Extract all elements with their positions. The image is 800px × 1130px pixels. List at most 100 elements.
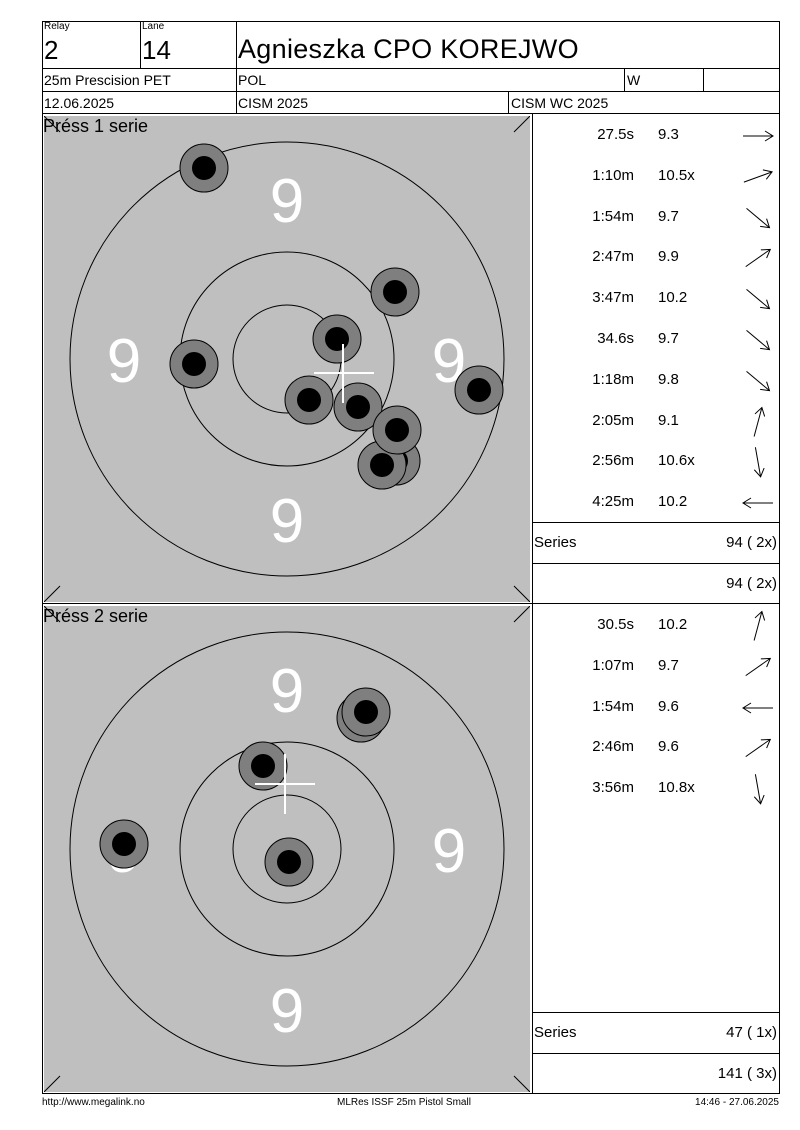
shot-score: 10.6x <box>658 452 695 470</box>
shot-time: 27.5s <box>597 126 634 143</box>
series-title: Préss 1 serie <box>44 116 149 136</box>
shot-time: 1:10m <box>592 166 634 184</box>
series-summary-row: Series 47 ( 1x) <box>534 1024 777 1041</box>
shot-direction-arrow-icon <box>753 610 766 641</box>
series-label: Series <box>534 1024 577 1041</box>
panel-divider <box>532 114 533 604</box>
shot-direction-arrow-icon <box>742 497 773 509</box>
target-image: 9 9 9 9 Préss 2 serie <box>44 606 530 1092</box>
frame-top <box>42 21 780 22</box>
shot-hole <box>341 687 391 737</box>
relay-number: 2 <box>44 35 59 65</box>
shot-time: 1:18m <box>592 370 634 388</box>
frame-bottom <box>42 1093 780 1094</box>
ring-label: 9 <box>107 327 141 396</box>
panel-divider <box>42 603 780 604</box>
shot-direction-arrow-icon <box>746 370 771 392</box>
match-name: CISM WC 2025 <box>511 95 609 111</box>
target-svg: 9 9 9 9 <box>44 606 530 1092</box>
shot-direction-arrow-icon <box>743 169 773 183</box>
header-divider <box>42 68 780 69</box>
shot-time: 34.6s <box>597 330 634 347</box>
shot-time: 4:25m <box>592 493 634 511</box>
panel-divider <box>532 563 780 564</box>
shot-hole <box>372 405 422 455</box>
target-svg: 9 9 9 9 <box>44 116 530 602</box>
shot-hole <box>454 365 504 415</box>
shot-score: 9.9 <box>658 248 679 266</box>
group-center-cross <box>255 754 315 814</box>
shot-time: 30.5s <box>597 616 634 633</box>
shot-hole <box>312 314 362 364</box>
group-center-cross <box>314 344 374 403</box>
footer-timestamp: 14:46 - 27.06.2025 <box>695 1097 779 1108</box>
lane-label: Lane <box>142 21 165 32</box>
date: 12.06.2025 <box>44 95 115 111</box>
header-divider <box>624 68 625 91</box>
ring-label: 9 <box>270 977 304 1046</box>
ring-label: 9 <box>432 817 466 886</box>
shot-hole <box>370 267 420 317</box>
shot-direction-arrow-icon <box>746 289 771 310</box>
shot-direction-arrow-icon <box>743 130 774 142</box>
nation: POL <box>238 72 267 88</box>
header-divider <box>42 91 780 92</box>
footer-url: http://www.megalink.no <box>42 1097 145 1108</box>
shot-time: 3:56m <box>592 779 634 797</box>
header-divider <box>42 113 780 114</box>
shot-direction-arrow-icon <box>753 774 765 805</box>
frame-left <box>42 21 43 1094</box>
series-title: Préss 2 serie <box>44 606 149 626</box>
header-divider <box>236 21 237 113</box>
shot-hole <box>333 382 383 432</box>
shot-row: 1:10m 10.5x <box>534 167 779 207</box>
shot-time: 2:47m <box>592 248 634 266</box>
header-divider <box>140 21 141 68</box>
shot-time: 2:46m <box>592 738 634 756</box>
shot-row: 1:18m 9.8 <box>534 370 779 411</box>
shot-direction-arrow-icon <box>746 207 771 228</box>
shot-time: 1:54m <box>592 697 634 715</box>
shot-direction-arrow-icon <box>742 702 773 714</box>
panel-divider <box>532 522 780 523</box>
shot-row: 34.6s 9.7 <box>534 329 779 370</box>
shot-score: 10.8x <box>658 779 695 797</box>
running-total: 141 ( 3x) <box>717 1065 777 1082</box>
shot-score: 9.8 <box>658 370 679 388</box>
shot-time: 2:56m <box>592 452 634 470</box>
shot-time: 1:54m <box>592 207 634 225</box>
shot-direction-arrow-icon <box>753 406 766 437</box>
shot-score: 9.7 <box>658 330 679 347</box>
ring-label: 9 <box>270 487 304 556</box>
shot-score: 10.2 <box>658 289 688 307</box>
footer-software: MLRes ISSF 25m Pistol Small <box>337 1097 471 1108</box>
series-total: 94 ( 2x) <box>726 534 777 551</box>
shot-hole <box>264 837 314 887</box>
shot-direction-arrow-icon <box>746 329 771 351</box>
shot-score: 9.7 <box>658 656 679 674</box>
shot-hole <box>169 339 219 389</box>
panel-divider <box>532 604 533 1093</box>
shot-row: 2:56m 10.6x <box>534 447 779 492</box>
shot-score: 9.6 <box>658 697 679 715</box>
shot-score: 10.5x <box>658 166 695 184</box>
category: W <box>627 72 641 88</box>
shot-score: 9.6 <box>658 738 679 756</box>
shot-row: 2:46m 9.6 <box>534 738 779 778</box>
panel-divider <box>532 1053 780 1054</box>
series-summary-row: Series 94 ( 2x) <box>534 534 777 551</box>
header-divider <box>703 68 704 91</box>
relay-label: Relay <box>44 21 70 32</box>
header-divider <box>508 91 509 113</box>
shot-direction-arrow-icon <box>745 739 772 758</box>
panel-divider <box>532 1012 780 1013</box>
ring-label: 9 <box>270 657 304 726</box>
shot-direction-arrow-icon <box>745 249 772 268</box>
shot-hole <box>179 143 229 193</box>
